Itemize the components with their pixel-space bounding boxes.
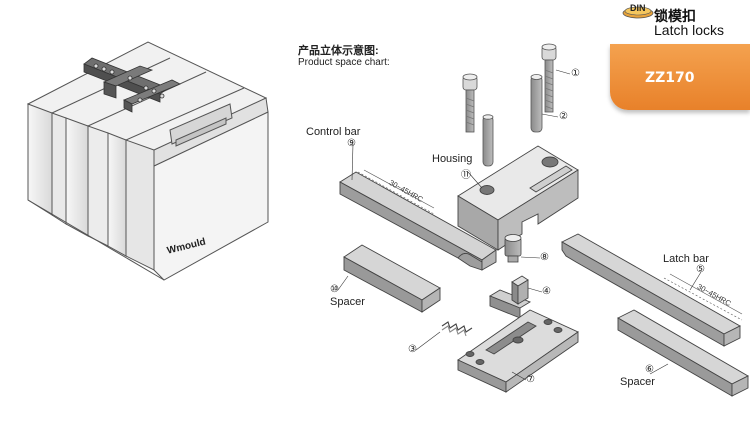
brand-title-cn: 锁模扣 bbox=[654, 8, 696, 24]
housing-block bbox=[457, 145, 579, 251]
din-label: DIN bbox=[630, 3, 646, 13]
chart-title-en: Product space chart: bbox=[298, 57, 390, 68]
part-number-2: ② bbox=[559, 111, 568, 122]
base-plate bbox=[457, 309, 579, 393]
hardness-dim-1 bbox=[357, 169, 435, 215]
hook-part bbox=[488, 275, 532, 319]
screw-housing bbox=[462, 73, 478, 133]
mold-assembly-illustration bbox=[26, 41, 269, 281]
dowel-pin-housing bbox=[482, 114, 494, 167]
control-bar bbox=[339, 171, 497, 271]
part-number-8: ⑧ bbox=[540, 252, 549, 263]
part-number-11: ⑪ bbox=[461, 170, 471, 181]
label-spacer-right: Spacer bbox=[620, 376, 655, 388]
chart-title-cn: 产品立体示意图: bbox=[298, 45, 379, 57]
spacer-right bbox=[617, 309, 749, 397]
label-control-bar: Control bar bbox=[306, 126, 361, 138]
bushing bbox=[504, 234, 522, 263]
label-spacer-left: Spacer bbox=[330, 296, 365, 308]
latch-bar bbox=[561, 233, 741, 347]
part-number-1: ① bbox=[571, 68, 580, 79]
brand-title-en: Latch locks bbox=[654, 22, 725, 38]
din-badge-icon bbox=[622, 6, 654, 19]
spring bbox=[441, 321, 473, 337]
part-number-10: ⑩ bbox=[330, 284, 339, 295]
model-badge bbox=[610, 44, 750, 110]
spacer-left bbox=[343, 244, 441, 313]
mounted-latch-assembly bbox=[83, 57, 181, 113]
part-number-7: ⑦ bbox=[526, 374, 535, 385]
part-number-5: ⑤ bbox=[696, 264, 705, 275]
pin-2 bbox=[530, 74, 543, 133]
hardness-dim-2 bbox=[663, 273, 743, 321]
part-number-3: ③ bbox=[408, 344, 417, 355]
part-number-4: ④ bbox=[542, 286, 551, 297]
screw-1 bbox=[541, 43, 557, 113]
label-housing: Housing bbox=[432, 153, 473, 165]
part-number-6: ⑥ bbox=[645, 364, 654, 375]
leader-lines bbox=[337, 69, 702, 381]
part-number-9: ⑨ bbox=[347, 138, 356, 149]
model-number: ZZ170 bbox=[645, 70, 695, 86]
label-latch-bar: Latch bar bbox=[663, 253, 709, 265]
